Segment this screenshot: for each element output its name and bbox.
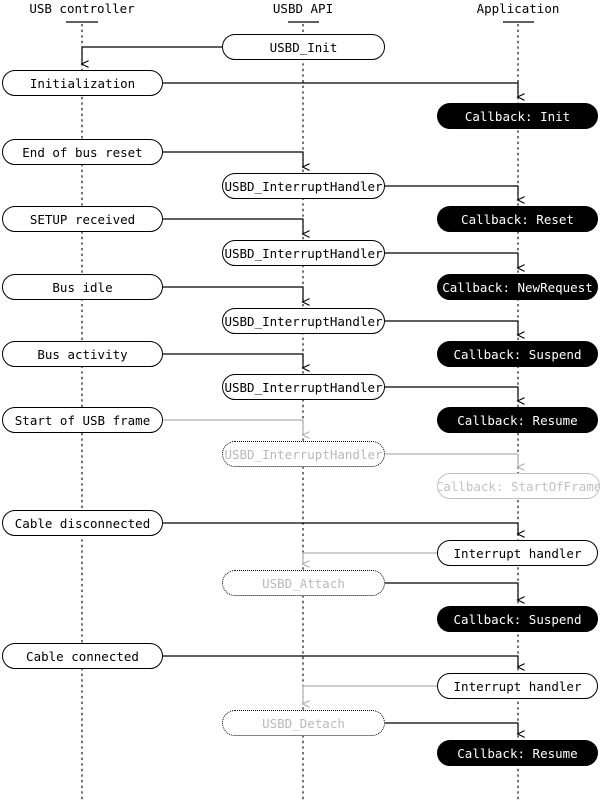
connector-cable-disconnected-to-interrupt-handler-1	[163, 522, 525, 538]
node-label: USBD_InterruptHandler	[224, 379, 383, 395]
node-label: USBD_Detach	[262, 715, 345, 731]
node-callback-suspend-1[interactable]: Callback: Suspend	[437, 341, 598, 367]
node-label: Callback: Suspend	[453, 346, 582, 362]
connector-isr-5-ghost-to-callback-startofframe	[385, 453, 525, 471]
node-label: USBD_Init	[269, 39, 338, 55]
node-initialization[interactable]: Initialization	[2, 70, 163, 96]
connector-isr-4-to-callback-resume-1	[385, 386, 525, 405]
node-callback-reset[interactable]: Callback: Reset	[437, 206, 598, 232]
connector-usbd-attach-to-callback-suspend-2	[385, 582, 525, 604]
node-label: USBD_InterruptHandler	[224, 313, 383, 329]
node-label: Initialization	[29, 75, 136, 91]
column-header-usb-controller: USB controller	[29, 1, 135, 16]
node-setup-received[interactable]: SETUP received	[2, 206, 163, 232]
node-bus-activity[interactable]: Bus activity	[2, 341, 163, 367]
node-label: Callback: Reset	[461, 211, 574, 227]
node-interrupt-handler-2[interactable]: Interrupt handler	[437, 673, 598, 699]
connector-setup-received-to-isr-2	[163, 218, 310, 238]
connector-isr-2-to-callback-newrequest	[385, 252, 525, 272]
node-label: Callback: Resume	[457, 745, 578, 761]
connector-isr-3-to-callback-suspend-1	[385, 320, 525, 339]
column-header-usbd-api: USBD API	[272, 1, 334, 16]
connector-initialization-to-callback-init	[163, 82, 525, 101]
node-label: USBD_InterruptHandler	[224, 446, 383, 462]
node-end-of-bus-reset[interactable]: End of bus reset	[2, 139, 163, 165]
node-label: Bus idle	[52, 279, 113, 295]
node-label: Start of USB frame	[14, 412, 151, 428]
node-label: Callback: Init	[464, 108, 571, 124]
node-label: Callback: Resume	[457, 412, 578, 428]
node-start-of-usb-frame[interactable]: Start of USB frame	[2, 407, 163, 433]
node-usbd-interrupthandler-5-disabled[interactable]: USBD_InterruptHandler	[222, 441, 385, 467]
node-callback-init[interactable]: Callback: Init	[437, 103, 598, 129]
node-label: Callback: Suspend	[453, 611, 582, 627]
node-callback-newrequest[interactable]: Callback: NewRequest	[437, 274, 598, 300]
node-label: USBD_InterruptHandler	[224, 245, 383, 261]
node-label: USBD_InterruptHandler	[224, 178, 383, 194]
connector-usbd-init-to-initialization	[80, 46, 222, 68]
node-label: Cable connected	[26, 648, 139, 664]
node-usbd-interrupthandler-4[interactable]: USBD_InterruptHandler	[222, 374, 385, 400]
connector-start-of-usb-frame-to-isr-5-ghost	[163, 419, 310, 439]
node-label: End of bus reset	[22, 144, 143, 160]
node-callback-suspend-2[interactable]: Callback: Suspend	[437, 606, 598, 632]
node-label: Callback: StartOfFrame	[437, 478, 600, 494]
node-callback-startofframe-disabled[interactable]: Callback: StartOfFrame	[437, 473, 600, 499]
node-label: USBD_Attach	[262, 575, 345, 591]
node-usbd-interrupthandler-1[interactable]: USBD_InterruptHandler	[222, 173, 385, 199]
connector-bus-activity-to-isr-4	[163, 353, 310, 372]
connector-interrupt-handler-1-to-usbd-attach	[301, 552, 437, 568]
node-label: Callback: NewRequest	[442, 279, 593, 295]
node-cable-disconnected[interactable]: Cable disconnected	[2, 510, 163, 536]
node-label: Cable disconnected	[14, 515, 151, 531]
column-header-application: Application	[476, 1, 560, 16]
node-usbd-interrupthandler-3[interactable]: USBD_InterruptHandler	[222, 308, 385, 334]
node-label: SETUP received	[29, 211, 136, 227]
connector-isr-1-to-callback-reset	[385, 185, 525, 204]
connector-usbd-detach-to-callback-resume-2	[385, 722, 525, 738]
node-usbd-interrupthandler-2[interactable]: USBD_InterruptHandler	[222, 240, 385, 266]
node-usbd-attach-disabled[interactable]: USBD_Attach	[222, 570, 385, 596]
connector-cable-connected-to-interrupt-handler-2	[163, 655, 525, 671]
node-cable-connected[interactable]: Cable connected	[2, 643, 163, 669]
node-label: Interrupt handler	[453, 545, 582, 561]
node-bus-idle[interactable]: Bus idle	[2, 274, 163, 300]
node-callback-resume-1[interactable]: Callback: Resume	[437, 407, 598, 433]
node-label: Interrupt handler	[453, 678, 582, 694]
node-usbd-detach-disabled[interactable]: USBD_Detach	[222, 710, 385, 736]
node-label: Bus activity	[37, 346, 128, 362]
connector-end-of-bus-reset-to-isr-1	[163, 151, 310, 171]
node-interrupt-handler-1[interactable]: Interrupt handler	[437, 540, 598, 566]
node-usbd-init[interactable]: USBD_Init	[222, 34, 385, 60]
node-callback-resume-2[interactable]: Callback: Resume	[437, 740, 598, 766]
connector-interrupt-handler-2-to-usbd-detach	[301, 685, 437, 708]
connector-bus-idle-to-isr-3	[163, 286, 310, 306]
